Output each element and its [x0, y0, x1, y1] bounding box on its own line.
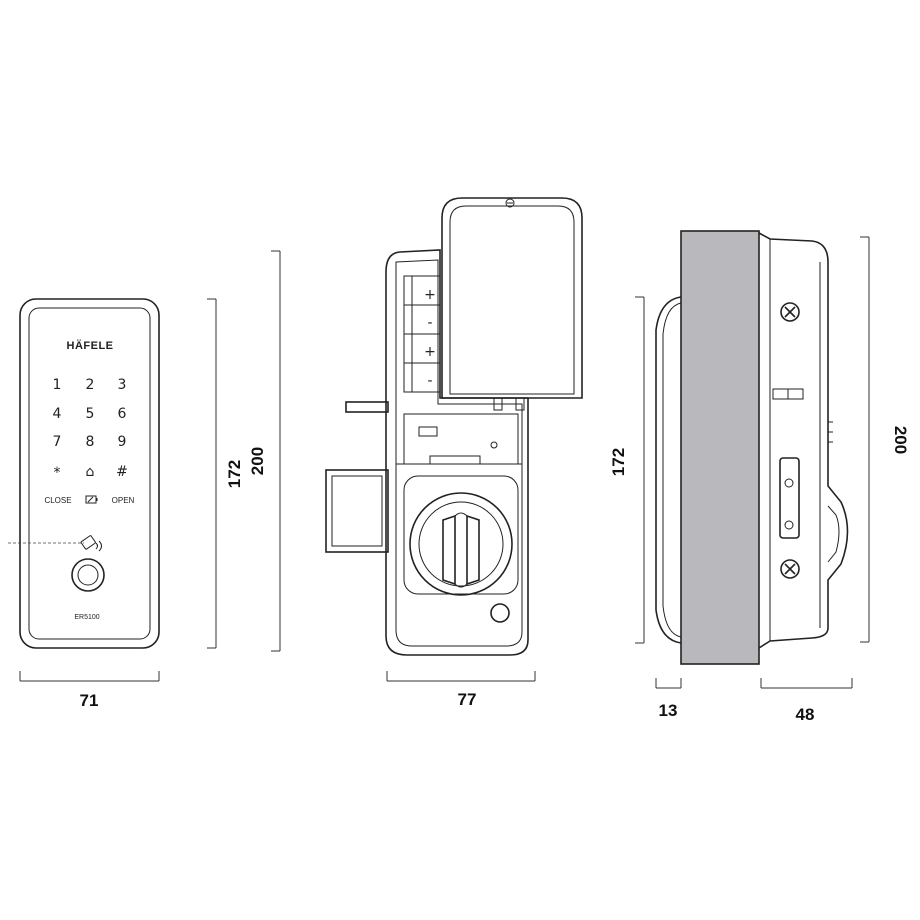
door-panel — [680, 230, 760, 665]
battery-icon — [85, 495, 98, 504]
battery-sign-4: - — [427, 373, 432, 389]
battery-sign-1: + — [424, 287, 436, 303]
back-view: + - + - — [325, 197, 583, 709]
key-7[interactable]: 7 — [53, 434, 62, 450]
back-width-dimension: 77 — [386, 671, 536, 709]
back-width-label: 77 — [458, 690, 477, 709]
battery-compartment: + - + - — [403, 275, 441, 393]
front-bezel-profile — [655, 296, 682, 644]
strike-plate — [779, 457, 800, 539]
front-height-outer-label: 200 — [248, 447, 267, 475]
front-height-inner-label: 172 — [225, 460, 244, 488]
key-home-icon[interactable]: ⌂ — [86, 464, 95, 480]
side-thickness-dimension: 13 — [655, 678, 682, 720]
brand-label: HÄFELE — [67, 339, 114, 352]
screw-top-icon — [780, 302, 800, 322]
front-height-dimension: 200 172 — [207, 250, 281, 652]
battery-cover — [441, 197, 583, 411]
key-8[interactable]: 8 — [86, 434, 95, 450]
front-view: HÄFELE 1 2 3 4 5 6 7 8 9 * ⌂ # CLOSE OPE… — [8, 250, 281, 710]
battery-sign-2: - — [427, 315, 432, 331]
back-body-inner — [395, 259, 523, 647]
keypad: 1 2 3 4 5 6 7 8 9 * ⌂ # — [53, 377, 128, 481]
key-star[interactable]: * — [54, 465, 61, 481]
key-hash[interactable]: # — [116, 464, 128, 480]
front-body-outer — [19, 298, 160, 649]
key-override-icon — [490, 603, 510, 623]
side-height-right-dimension: 200 — [860, 236, 910, 643]
side-view: 172 200 13 48 — [609, 230, 910, 724]
key-1[interactable]: 1 — [53, 377, 62, 393]
rfid-card-icon — [80, 535, 102, 552]
bolt-housing — [325, 469, 389, 553]
side-height-right-label: 200 — [891, 426, 910, 454]
battery-sign-3: + — [424, 344, 436, 360]
side-height-left-label: 172 — [609, 448, 628, 476]
back-body-outer — [385, 249, 529, 656]
thumb-turn — [403, 475, 519, 596]
open-label: OPEN — [112, 496, 135, 505]
side-depth-dimension: 48 — [760, 678, 853, 724]
fingerprint-sensor-inner — [77, 564, 99, 586]
screw-bottom-icon — [780, 559, 800, 579]
key-6[interactable]: 6 — [118, 406, 127, 422]
latch-tab — [345, 401, 389, 413]
key-9[interactable]: 9 — [118, 434, 127, 450]
front-width-dimension: 71 — [19, 671, 160, 710]
side-thickness-label: 13 — [659, 701, 678, 720]
key-2[interactable]: 2 — [86, 377, 95, 393]
fingerprint-sensor-outer — [71, 558, 105, 592]
front-body-inner — [28, 307, 151, 640]
internal-board — [396, 413, 522, 465]
side-depth-label: 48 — [796, 705, 815, 724]
model-label: ER5100 — [74, 614, 99, 621]
key-5[interactable]: 5 — [86, 406, 95, 422]
back-body-profile — [758, 232, 849, 649]
front-width-label: 71 — [80, 691, 99, 710]
key-3[interactable]: 3 — [118, 377, 127, 393]
key-4[interactable]: 4 — [53, 406, 62, 422]
side-height-left-dimension: 172 — [609, 296, 645, 644]
cover-screw-icon — [505, 198, 515, 208]
close-label: CLOSE — [44, 496, 71, 505]
